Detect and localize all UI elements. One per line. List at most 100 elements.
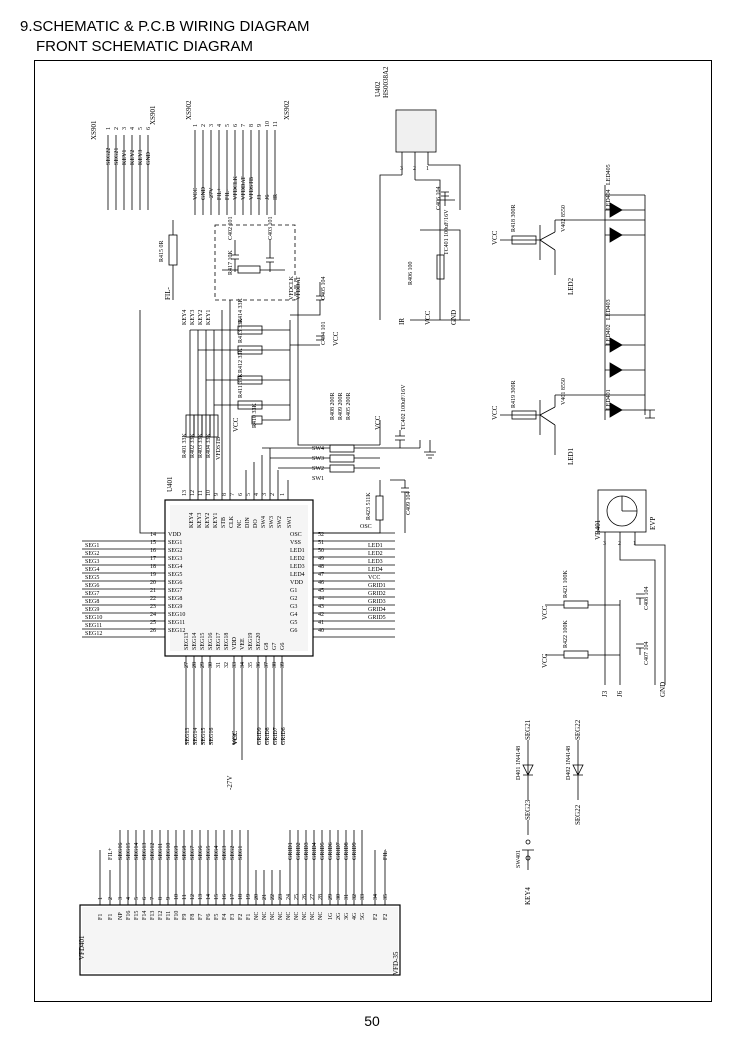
ic-pin-number: 41 xyxy=(318,620,324,626)
ic-pin-number: 6 xyxy=(238,493,244,496)
ic-pin-number: 23 xyxy=(150,604,156,610)
vfd-net: SEG8 xyxy=(182,846,188,860)
vfd-net: GRID6 xyxy=(328,842,334,860)
net-label: SEG3 xyxy=(85,559,99,565)
vfd-pin-name: 4G xyxy=(352,912,358,920)
seg22-bottom-label: SEG22 xyxy=(574,804,582,825)
vfd-pin-name: NC xyxy=(302,912,308,920)
ic-pin-number: 52 xyxy=(318,532,324,538)
ic-pin-name: G1 xyxy=(290,588,297,594)
diode-label: D402 1N4148 xyxy=(566,746,572,780)
vfd-pin-name: F1 xyxy=(246,914,252,920)
ic-pin-name: DO xyxy=(253,519,259,528)
ic-pin-number: 4 xyxy=(254,493,260,496)
vcc-r423-label: VCC xyxy=(541,605,549,620)
resistor-label: R422 100K xyxy=(563,619,569,648)
net-label: SEG1 xyxy=(85,543,99,549)
vfd-pin-number: 27 xyxy=(310,894,316,900)
vfd-net: GRID9 xyxy=(352,842,358,860)
gnd-encoder-label: GND xyxy=(659,682,667,697)
vfd-pin-name: F1 xyxy=(98,914,104,920)
ic-pin-name: SEG19 xyxy=(248,633,254,650)
ic-pin-name: G8 xyxy=(264,643,270,650)
vfd-net: FIL+ xyxy=(108,847,114,860)
ic-pin-number: 24 xyxy=(150,612,156,618)
resistor-label: R419 300R xyxy=(511,380,517,408)
sw-net: SW2 xyxy=(312,466,324,472)
ic-pin-name: SEG7 xyxy=(168,588,182,594)
led1-label: LED1 xyxy=(567,447,575,465)
connector-pin: 3 xyxy=(209,124,215,127)
connector-net: VFDSTB xyxy=(249,177,255,200)
net-label: GRID8 xyxy=(265,727,271,745)
vfd-pin-number: 18 xyxy=(238,894,244,900)
vfd-pin-name: F1 xyxy=(108,914,114,920)
vfd-pin-number: 28 xyxy=(318,894,324,900)
vfd-pin-number: 4 xyxy=(126,897,132,900)
ic-pin-name: DIN xyxy=(245,517,251,528)
sw-net: SW1 xyxy=(312,476,324,482)
connector-net: IR xyxy=(273,194,279,200)
vfd-pin-name: F2 xyxy=(383,914,389,920)
vfd-net: GRID7 xyxy=(336,842,342,860)
net-label: SEG7 xyxy=(85,591,99,597)
ic-body xyxy=(164,499,314,657)
vfd-pin-name: F8 xyxy=(190,914,196,920)
ic-pin-name: SEG12 xyxy=(168,628,185,634)
vfd-pin-name: NC xyxy=(310,912,316,920)
ic-pin-name: SEG5 xyxy=(168,572,182,578)
vfd-pin-number: 30 xyxy=(336,894,342,900)
ic-pin-name: SEG2 xyxy=(168,548,182,554)
vfd-pin-name: F14 xyxy=(142,911,148,920)
connector-net: GND xyxy=(146,151,152,165)
connector-net: VFDCLK xyxy=(233,175,239,200)
key1-net: KEY1 xyxy=(206,310,212,325)
vfd-clk-net: VFDCLK xyxy=(289,275,295,300)
net-label: GRID4 xyxy=(368,607,386,613)
j6-label: J6 xyxy=(616,690,624,697)
ic-pin-name: SW3 xyxy=(269,516,275,528)
net-label: SEG2 xyxy=(85,551,99,557)
vfd-pin-number: 1 xyxy=(98,897,104,900)
resistor-label: R421 100K xyxy=(563,569,569,598)
capacitor-label: C409 104 xyxy=(406,491,412,515)
vfd-pin-number: 26 xyxy=(302,894,308,900)
vfd-net: FIL- xyxy=(383,849,389,860)
ic-pin-name: G6 xyxy=(280,643,286,650)
ic-pin-number: 10 xyxy=(206,490,212,496)
vfd-pin-number: 2 xyxy=(108,897,114,900)
vfd-pin-name: F2 xyxy=(238,914,244,920)
ic-pin-number: 33 xyxy=(232,662,238,668)
capacitor-label: C405 104 xyxy=(321,276,327,300)
vfd-net: SEG11 xyxy=(158,843,164,860)
ic-pin-number: 20 xyxy=(150,580,156,586)
key4-net: KEY4 xyxy=(182,310,188,325)
vfd-net: SEG1 xyxy=(238,846,244,860)
net-label: LED4 xyxy=(368,567,383,573)
vfd-net: SEG7 xyxy=(190,846,196,860)
resistor-label: R414 33K xyxy=(238,297,244,323)
vfd-net: SEG9 xyxy=(174,846,180,860)
ic-pin-number: 31 xyxy=(216,662,222,668)
vcc-sw-label: VCC xyxy=(374,415,382,430)
seg23-label: SEG23 xyxy=(524,799,532,820)
ic-ref: U401 xyxy=(166,476,174,492)
connector-net: KEY2 xyxy=(130,150,136,165)
resistor-label: R411 33K xyxy=(238,373,244,398)
ic-pin-name: SEG3 xyxy=(168,556,182,562)
sw-net: SW3 xyxy=(312,456,324,462)
ic-pin-number: 21 xyxy=(150,588,156,594)
connector-pin: 1 xyxy=(193,124,199,127)
ic-pin-name: SW4 xyxy=(261,516,267,528)
vfd-pin-number: 14 xyxy=(206,894,212,900)
ir-pin: 3 xyxy=(400,166,403,172)
ic-pin-number: 30 xyxy=(208,662,214,668)
vfd-net: SEG4 xyxy=(214,846,220,860)
diagram-frame xyxy=(34,60,712,1002)
net-label: LED3 xyxy=(368,559,383,565)
page-number: 50 xyxy=(364,1013,380,1029)
vfd-dat-net: VFDDAT xyxy=(296,276,302,300)
resistor-label: R405 200R xyxy=(346,392,352,420)
